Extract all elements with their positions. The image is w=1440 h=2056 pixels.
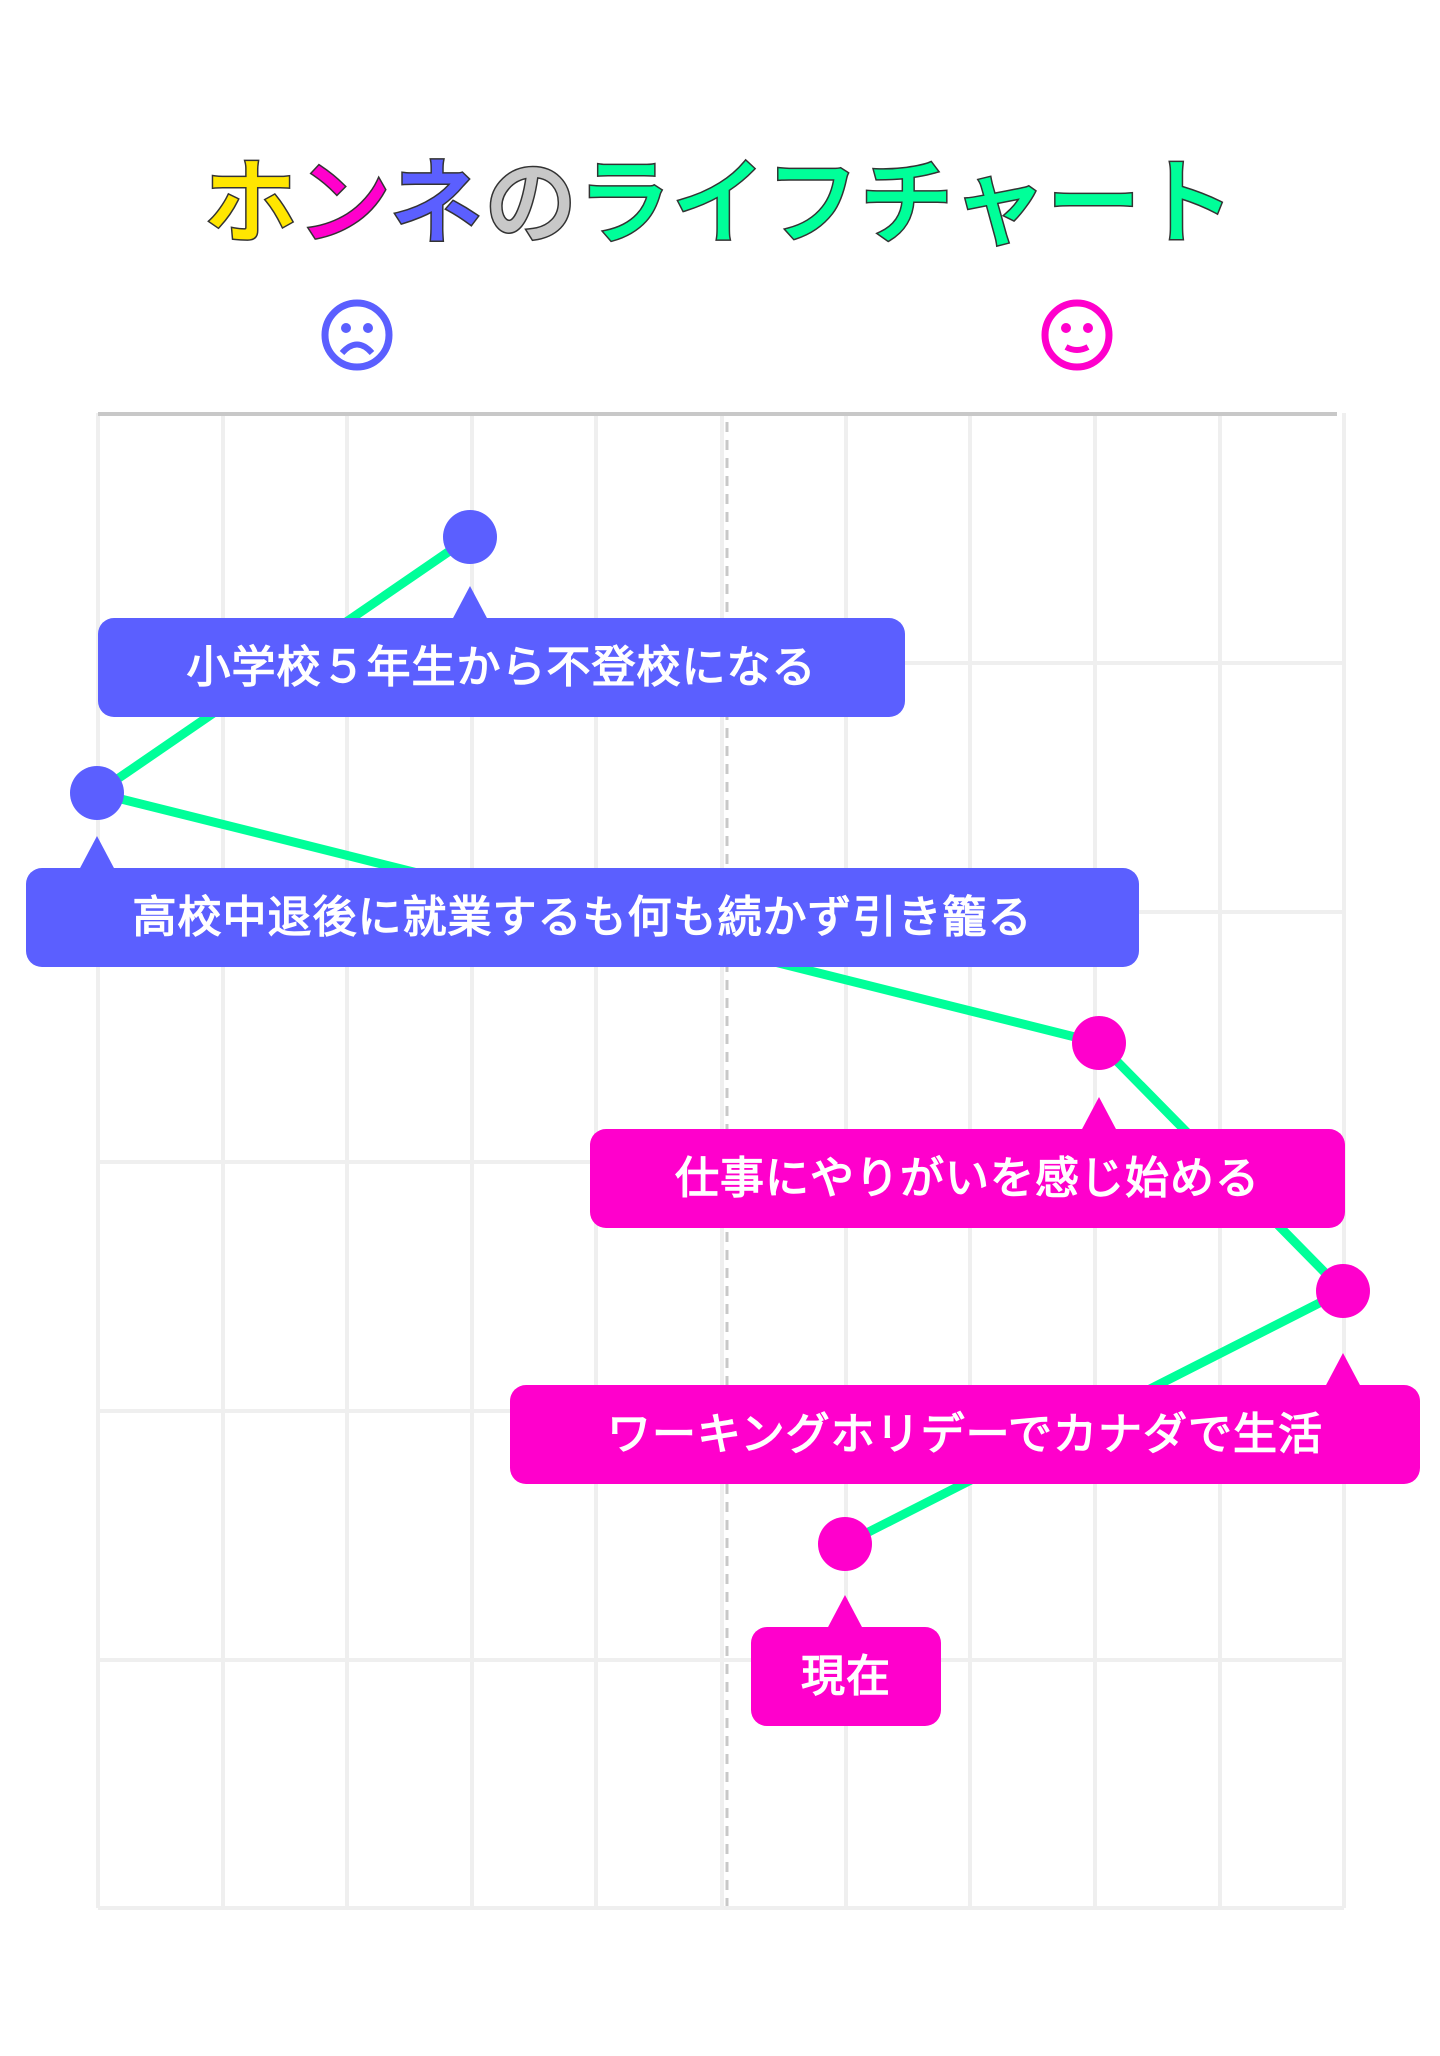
event-label-2: 高校中退後に就業するも何も続かず引き籠る — [26, 836, 1139, 967]
event-label-text: 現在 — [801, 1651, 891, 1702]
data-point-4[interactable] — [1316, 1264, 1370, 1318]
bubble-tail — [452, 586, 488, 620]
data-point-3[interactable] — [1072, 1016, 1126, 1070]
sad-face-icon — [321, 299, 393, 371]
event-label-5: 現在 — [751, 1595, 941, 1726]
title-life-chart: ライフチャート — [577, 149, 1236, 257]
event-label-text: ワーキングホリデーでカナダで生活 — [606, 1409, 1324, 1460]
bubble-tail — [827, 1595, 863, 1629]
chart-title: ホンネのライフチャート — [0, 152, 1440, 255]
event-label-text: 小学校５年生から不登校になる — [186, 642, 817, 693]
data-point-1[interactable] — [443, 510, 497, 564]
event-label-4: ワーキングホリデーでカナダで生活 — [510, 1353, 1420, 1484]
happy-face-icon — [1041, 299, 1113, 371]
event-label-1: 小学校５年生から不登校になる — [98, 586, 905, 717]
data-point-5[interactable] — [818, 1517, 872, 1571]
title-char-ne: ネ — [389, 149, 485, 257]
bubble-tail — [1325, 1353, 1361, 1387]
title-char-no: の — [483, 149, 579, 257]
event-label-3: 仕事にやりがいを感じ始める — [590, 1097, 1345, 1228]
title-char-ho: ホ — [203, 149, 299, 257]
bubble-tail — [79, 836, 115, 870]
data-point-2[interactable] — [70, 766, 124, 820]
event-label-text: 仕事にやりがいを感じ始める — [675, 1153, 1260, 1204]
title-char-n: ン — [297, 149, 391, 257]
bubble-tail — [1081, 1097, 1117, 1131]
event-label-text: 高校中退後に就業するも何も続かず引き籠る — [132, 892, 1033, 943]
